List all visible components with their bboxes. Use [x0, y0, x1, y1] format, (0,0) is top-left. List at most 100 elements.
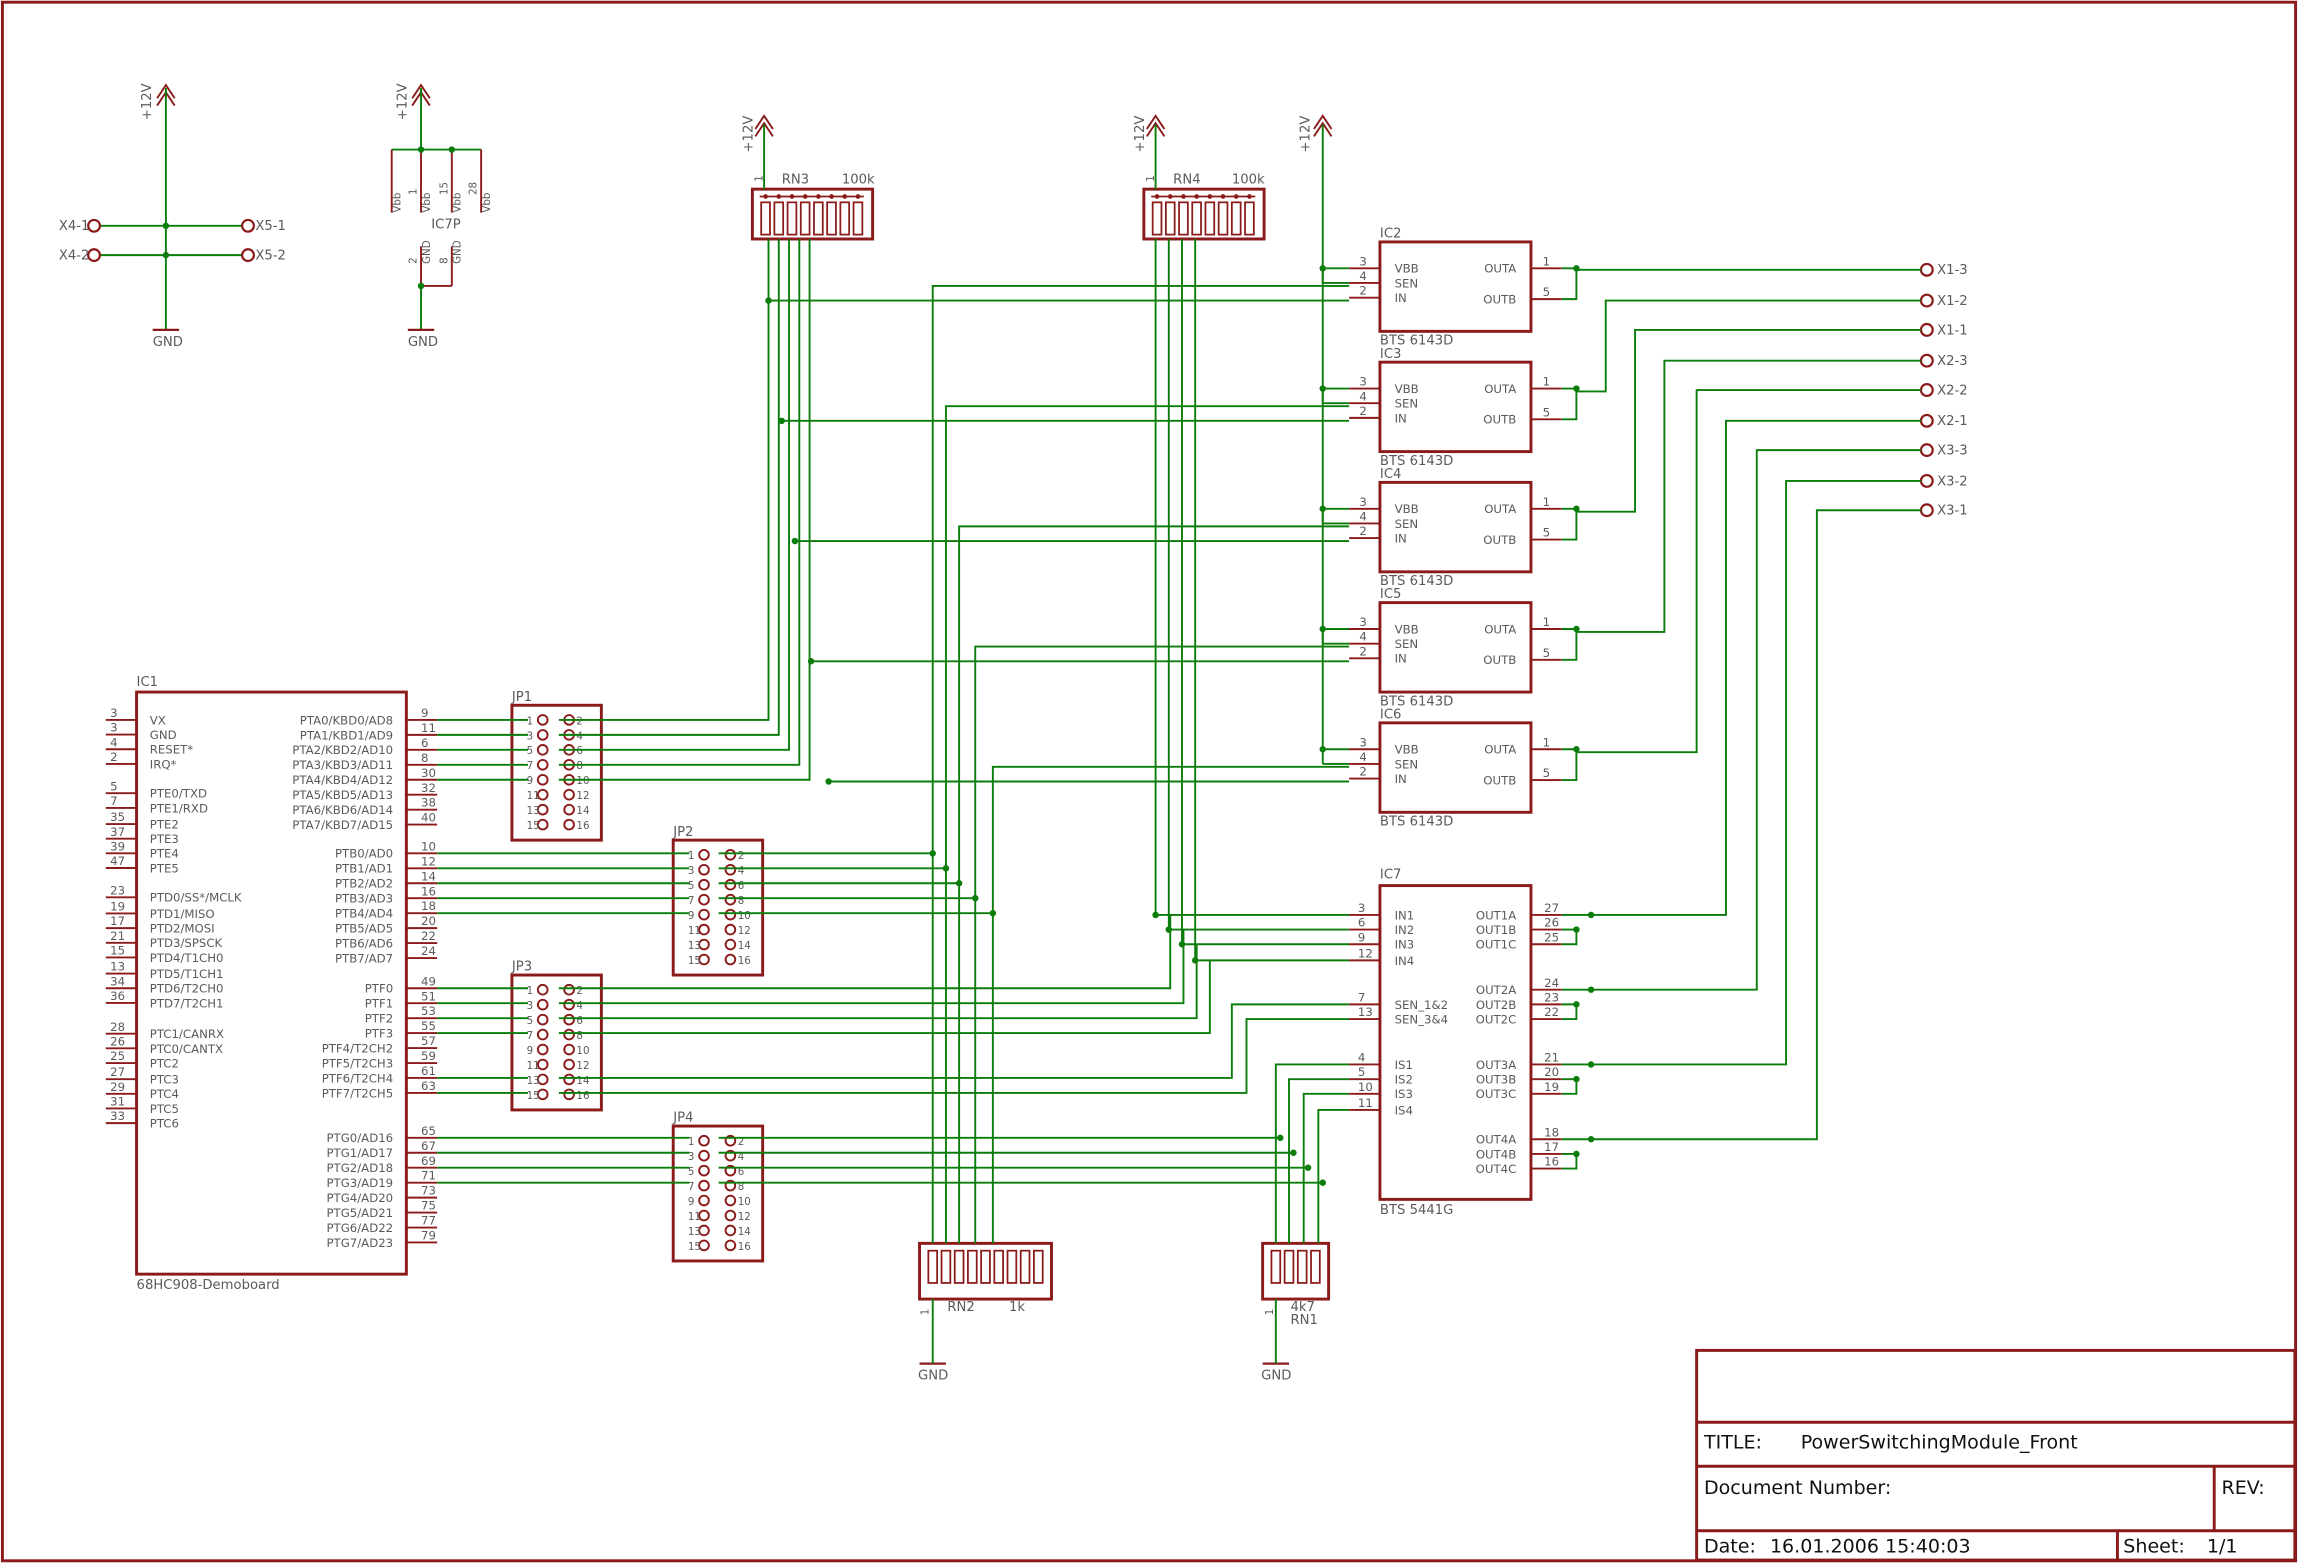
junction-dot — [1573, 505, 1580, 513]
ic7-pin-name: IN1 — [1395, 908, 1415, 922]
resistor-element — [1296, 1249, 1308, 1284]
jumper-pin-number: 7 — [527, 760, 534, 772]
bts-pin-number: 4 — [1359, 389, 1366, 403]
wire — [1561, 1152, 1578, 1170]
jumper-pin — [536, 818, 549, 831]
bts6143-body — [1378, 721, 1533, 814]
jumper-pin — [724, 863, 737, 876]
bts-pin-number: 3 — [1359, 375, 1366, 389]
wire — [558, 238, 780, 736]
ic1-pin-name: PTE2 — [150, 817, 179, 831]
rn1-value: 4k7 — [1290, 1300, 1314, 1315]
jumper-pin — [724, 938, 737, 951]
ic1-pin-number: 49 — [421, 974, 436, 988]
ic1-pin-name: PTD6/T2CH0 — [150, 982, 224, 996]
jumper-pin — [698, 953, 710, 966]
bts-pin-number: 5 — [1543, 405, 1550, 419]
jumper-body-jp3 — [510, 973, 603, 1112]
bts-pin-number: 2 — [1359, 524, 1366, 538]
jumper-pin — [698, 863, 710, 876]
junction-dot — [448, 146, 456, 153]
junction-dot — [1152, 911, 1159, 919]
junction-dot — [807, 658, 815, 665]
ic1-pin-number: 7 — [110, 794, 117, 808]
supply-label: +12V — [140, 83, 155, 120]
ic1-pin-number: 21 — [110, 929, 125, 943]
junction-dot — [1573, 625, 1580, 633]
jumper-pin — [563, 818, 575, 831]
junction-dot — [1573, 1001, 1580, 1008]
jumper-pin — [698, 849, 710, 861]
title-value: PowerSwitchingModule_Front — [1801, 1432, 2079, 1454]
jumper-pin-number: 10 — [738, 1196, 751, 1208]
ic7-pin-number: 20 — [1544, 1065, 1559, 1079]
jumper-pin — [563, 1073, 575, 1086]
ic1-pin-number: 29 — [110, 1080, 125, 1094]
jumper-pin — [563, 803, 575, 816]
junction-dot — [1573, 385, 1580, 392]
junction-dot — [778, 417, 785, 425]
ic1-pin-number: 61 — [421, 1064, 436, 1078]
resistor-element — [1178, 201, 1189, 236]
resistor-element — [1310, 1249, 1321, 1284]
wire — [1561, 387, 1578, 421]
ic7-pin-number: 12 — [1358, 946, 1373, 960]
ic1-pin-name: PTG7/AD23 — [326, 1236, 393, 1250]
bts6143-name: IC2 — [1380, 227, 1402, 242]
jumper-pin-number: 11 — [688, 1211, 701, 1223]
ic7-pin-name: OUT1C — [1476, 938, 1517, 952]
ic1-pin-name: PTE3 — [150, 832, 179, 846]
jumper-pin-number: 11 — [527, 790, 540, 802]
rn1-name: RN1 — [1290, 1313, 1317, 1328]
ic1-pin-number: 25 — [110, 1049, 125, 1063]
resistor-element — [1006, 1249, 1018, 1284]
jumper-pin-number: 5 — [527, 745, 534, 757]
jumper-pin — [724, 953, 737, 966]
bts6143-part: BTS 6143D — [1380, 574, 1453, 589]
jumper-pin — [724, 908, 737, 921]
rn4-value: 100k — [1232, 172, 1265, 187]
ic1-pin-number: 19 — [110, 900, 125, 914]
resistor-element — [953, 1249, 965, 1284]
jumper-pin-number: 15 — [688, 955, 701, 967]
ic1-pin-name: PTF4/T2CH2 — [322, 1041, 393, 1055]
wire — [991, 765, 1350, 1244]
ic7-pin-number: 13 — [1358, 1005, 1373, 1019]
ic1-pin-name: GND — [150, 728, 177, 742]
ic7p-pin-label: GND — [452, 240, 464, 264]
ic1-pin-name: PTC0/CANTX — [150, 1042, 223, 1056]
jumper-pin — [563, 1028, 575, 1041]
jumper-pin — [536, 714, 549, 726]
ic1-pin-name: PTD7/T2CH1 — [150, 996, 224, 1010]
jumper-pin-number: 12 — [738, 925, 751, 937]
junction-dot — [417, 146, 425, 153]
jumper-pin-number: 9 — [688, 1196, 695, 1208]
supply-label: +12V — [1133, 116, 1148, 153]
output-terminal — [1919, 443, 1934, 458]
junction-dot — [1277, 1134, 1284, 1142]
output-terminal-label: X1-2 — [1937, 294, 1968, 309]
ic1-pin-number: 34 — [110, 974, 125, 988]
jumper-pin — [536, 788, 549, 801]
junction-dot — [1587, 986, 1595, 993]
junction-dot — [1587, 1061, 1595, 1068]
bts6143-body — [1378, 601, 1533, 694]
ic1-pin-number: 73 — [421, 1184, 436, 1198]
jumper-pin-number: 10 — [576, 1045, 589, 1057]
jumper-pin-number: 6 — [576, 745, 583, 757]
ic1-pin-name: PTC4 — [150, 1087, 179, 1101]
jumper-body-jp1 — [510, 703, 603, 842]
jumper-pin — [536, 998, 549, 1011]
resistor-element — [773, 201, 785, 236]
ic1-pin-name: PTB3/AD3 — [335, 892, 393, 906]
ic7-pin-number: 21 — [1544, 1051, 1559, 1065]
bts6143-name: IC4 — [1380, 467, 1402, 482]
wire — [1576, 389, 1921, 754]
ic1-pin-name: PTE0/TXD — [150, 787, 207, 801]
jumper-pin-number: 1 — [688, 850, 695, 862]
jumper-pin — [698, 1179, 710, 1192]
jumper-pin-number: 16 — [738, 1241, 751, 1253]
bts-pin-number: 2 — [1359, 644, 1366, 658]
bts-pin-number: 2 — [1359, 765, 1366, 779]
jumper-pin-number: 15 — [688, 1241, 701, 1253]
